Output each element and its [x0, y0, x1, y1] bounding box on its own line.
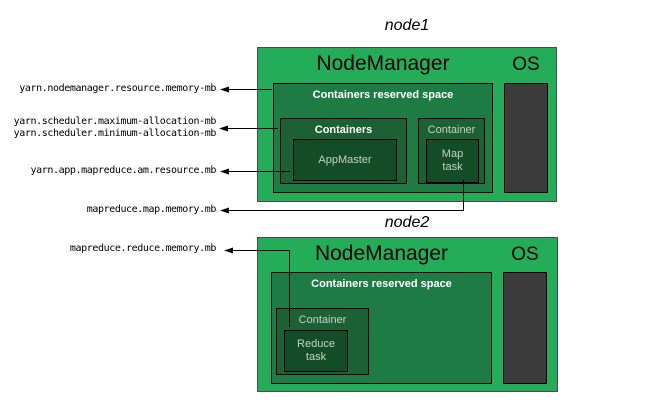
arrowhead-map-memory: [220, 207, 229, 214]
config-label-reduce-memory: mapreduce.reduce.memory.mb: [69, 243, 217, 254]
node1-map-task-box: Map task: [426, 139, 479, 183]
node2-reduce-task-label-line2: task: [305, 351, 327, 363]
node2-containers-reserved-space-box: Containers reserved space Container Redu…: [271, 272, 492, 384]
node1-os-label: OS: [512, 54, 540, 75]
node2-os-label: OS: [511, 244, 539, 265]
node1-appmaster-label: AppMaster: [318, 153, 372, 166]
node1-nodemanager-label: NodeManager: [316, 52, 450, 75]
node2-reduce-task-box: Reduce task: [284, 330, 348, 372]
arrowhead-am-resource: [220, 168, 229, 175]
node1-title: node1: [384, 17, 430, 34]
node1-containers-reserved-space-label: Containers reserved space: [312, 89, 454, 101]
arrowhead-scheduler-allocation: [219, 125, 228, 132]
node2-os-memory-rect: [503, 272, 547, 384]
arrowhead-nodemanager-resource-memory: [220, 86, 229, 93]
node1-containers-box: Containers AppMaster: [280, 118, 407, 184]
config-label-nodemanager-resource-memory: yarn.nodemanager.resource.memory-mb: [19, 83, 216, 94]
node1-containers-label: Containers: [314, 124, 373, 136]
node1-containers-reserved-space-box: Containers reserved space Containers App…: [273, 83, 493, 193]
node2-nodemanager-label: NodeManager: [314, 242, 449, 265]
node2-reduce-task-label-line1: Reduce: [297, 338, 335, 350]
node1-container-label: Container: [427, 124, 476, 136]
arrowhead-reduce-memory: [224, 247, 233, 254]
node1-os-memory-rect: [504, 83, 548, 193]
node2-container-label: Container: [298, 314, 347, 326]
node1-map-task-label-line2: task: [442, 161, 463, 173]
node1-map-task-label-line1: Map: [441, 148, 464, 160]
config-label-am-resource: yarn.app.mapreduce.am.resource.mb: [30, 165, 217, 176]
node2-box: NodeManager OS Containers reserved space…: [257, 237, 558, 392]
node2-container-box: Container Reduce task: [276, 308, 369, 375]
node2-title: node2: [384, 214, 430, 231]
node1-box: NodeManager OS Containers reserved space…: [257, 47, 557, 202]
config-label-scheduler-maximum-allocation: yarn.scheduler.maximum-allocation-mb: [13, 116, 217, 127]
node1-appmaster-box: AppMaster: [293, 139, 397, 181]
config-label-scheduler-minimum-allocation: yarn.scheduler.minimum-allocation-mb: [13, 128, 217, 139]
config-label-map-memory: mapreduce.map.memory.mb: [86, 204, 217, 215]
node2-containers-reserved-space-label: Containers reserved space: [311, 278, 452, 290]
node1-container-box: Container Map task: [418, 118, 485, 184]
